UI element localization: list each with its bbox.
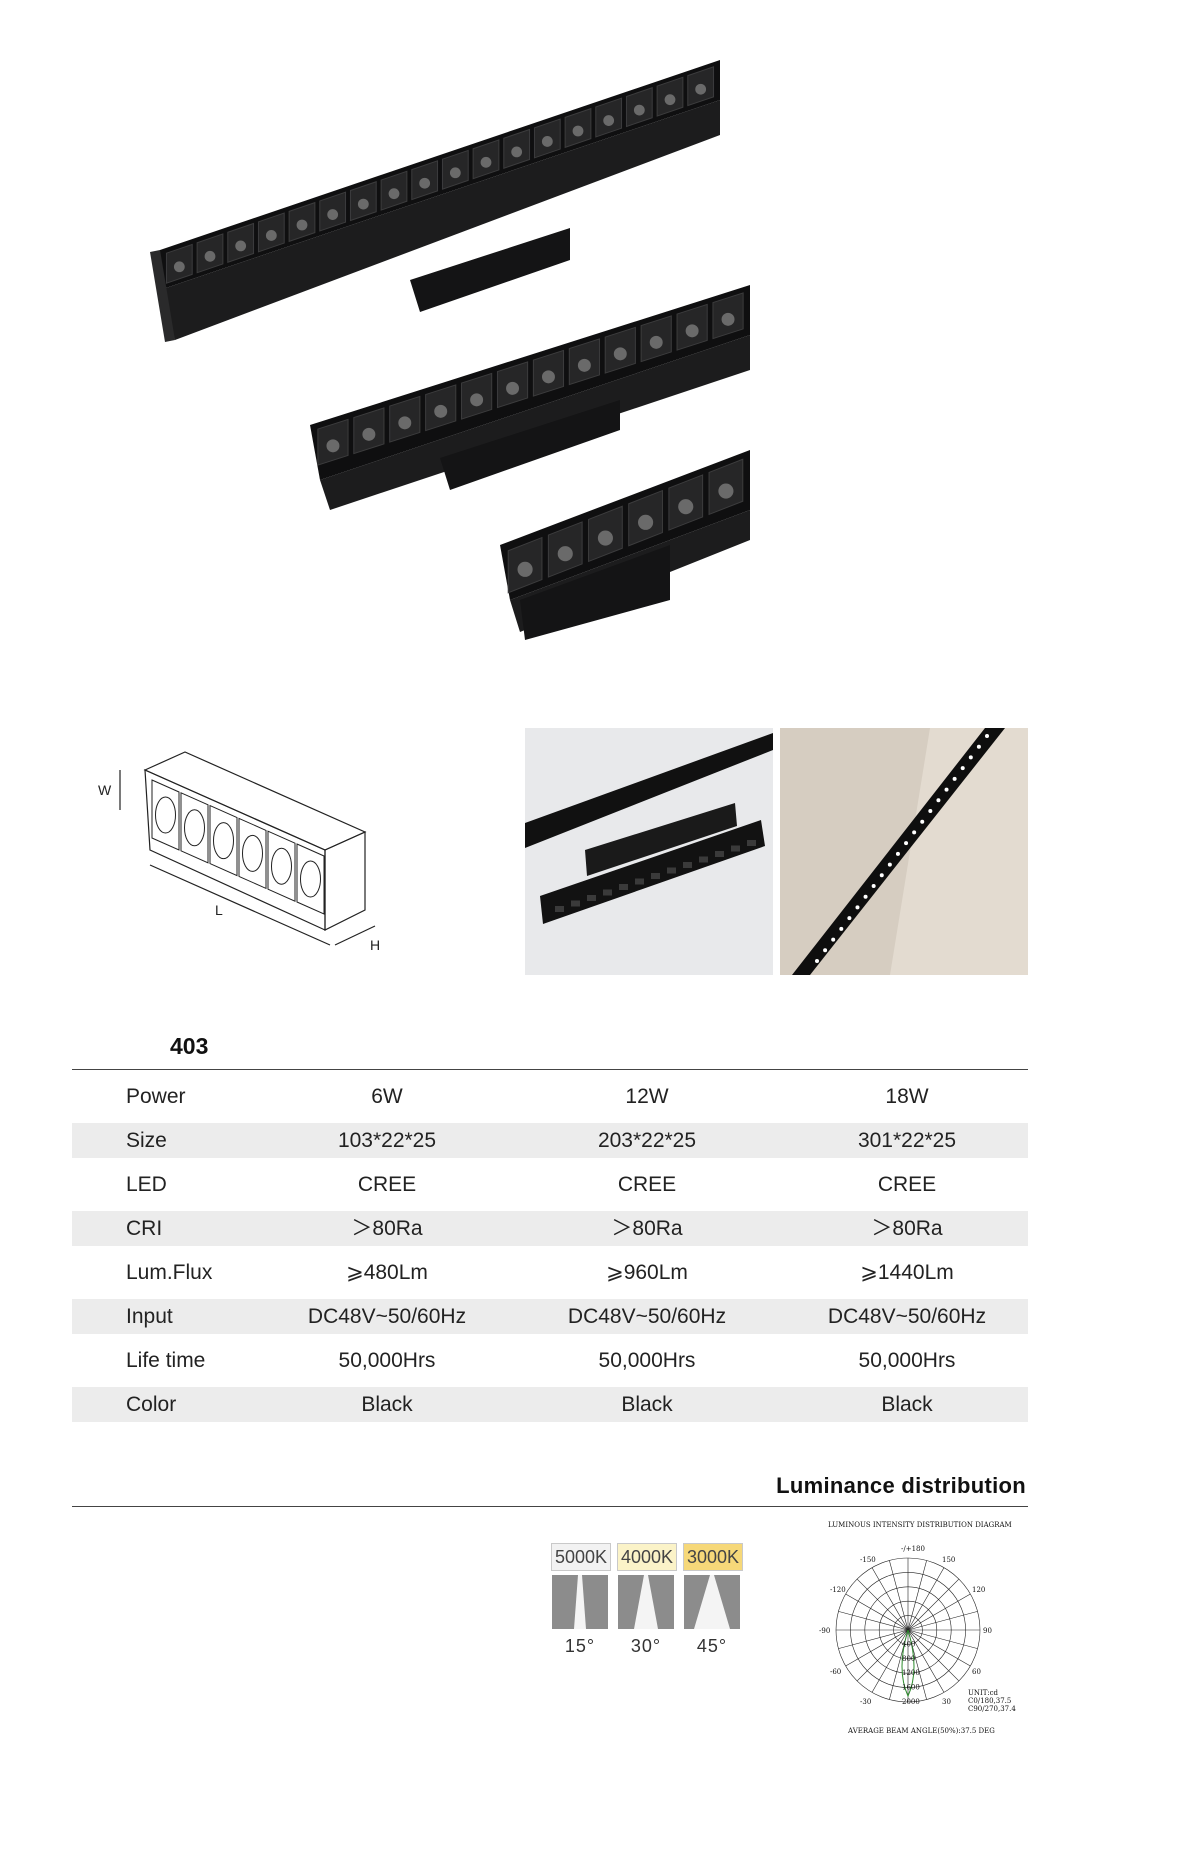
beam-angle-label: 45° <box>696 1636 728 1656</box>
spec-value: ⩾960Lm <box>606 1261 688 1284</box>
spec-value: 6W <box>371 1085 403 1108</box>
luminance-title: Luminance distribution <box>776 1473 1026 1498</box>
spec-row: Lum.Flux ⩾480Lm ⩾960Lm ⩾1440Lm <box>72 1255 1028 1290</box>
spec-label: Input <box>126 1305 173 1328</box>
installation-photo-room <box>780 728 1028 975</box>
spec-value: 203*22*25 <box>597 1129 697 1152</box>
spec-value: 12W <box>625 1085 669 1108</box>
cct-label: 3000K <box>683 1543 743 1571</box>
spec-value: DC48V~50/60Hz <box>827 1305 987 1328</box>
spec-label: Lum.Flux <box>126 1261 213 1284</box>
spec-value: 301*22*25 <box>857 1129 957 1152</box>
spec-row: Size 103*22*25 203*22*25 301*22*25 <box>72 1123 1028 1158</box>
polar-radial-label: 1600 <box>902 1684 920 1692</box>
polar-legend-c90: C90/270,37.4 <box>968 1705 1016 1713</box>
polar-unit: UNIT:cd <box>968 1689 998 1697</box>
spec-value: DC48V~50/60Hz <box>307 1305 467 1328</box>
spec-value: CREE <box>877 1173 937 1196</box>
spec-row: Life time 50,000Hrs 50,000Hrs 50,000Hrs <box>72 1343 1028 1378</box>
spec-label: LED <box>126 1173 167 1196</box>
dimension-h-label: H <box>370 937 380 953</box>
spec-row: CRI ＞80Ra ＞80Ra ＞80Ra <box>72 1211 1028 1246</box>
polar-angle-label: 60 <box>972 1668 981 1676</box>
beam-angle-icon <box>618 1575 674 1629</box>
spec-value: CREE <box>357 1173 417 1196</box>
polar-angle-label: -60 <box>830 1668 841 1676</box>
spec-value: 18W <box>885 1085 929 1108</box>
spec-label: Life time <box>126 1349 206 1372</box>
spec-value: Black <box>361 1393 413 1416</box>
beam-angle-label: 15° <box>564 1636 596 1656</box>
polar-legend-c0: C0/180,37.5 <box>968 1697 1011 1705</box>
spec-row: Power 6W 12W 18W <box>72 1079 1028 1114</box>
polar-angle-label: 150 <box>942 1556 955 1564</box>
cct-label: 5000K <box>551 1543 611 1571</box>
dimension-w-label: W <box>98 782 112 798</box>
spec-value: 50,000Hrs <box>338 1349 436 1372</box>
polar-title: LUMINOUS INTENSITY DISTRIBUTION DIAGRAM <box>828 1521 1012 1529</box>
luminance-rule <box>72 1506 1028 1507</box>
spec-value: ⩾1440Lm <box>860 1261 954 1284</box>
spec-value: 50,000Hrs <box>598 1349 696 1372</box>
polar-angle-label: -/+180 <box>901 1545 925 1553</box>
luminous-intensity-diagram: LUMINOUS INTENSITY DISTRIBUTION DIAGRAM … <box>819 1521 1016 1735</box>
dimension-l-label: L <box>215 902 223 918</box>
spec-value: Black <box>881 1393 933 1416</box>
model-number: 403 <box>170 1033 209 1059</box>
polar-radial-label: 400 <box>902 1640 915 1648</box>
spec-value: DC48V~50/60Hz <box>567 1305 727 1328</box>
beam-angle-icon <box>552 1575 608 1629</box>
polar-angle-label: -30 <box>860 1698 871 1706</box>
polar-radial-label: 800 <box>902 1655 915 1663</box>
polar-radial-label: 2000 <box>902 1698 920 1706</box>
spec-value: ＞80Ra <box>611 1217 683 1240</box>
product-hero-image <box>150 60 750 640</box>
beam-angle-label: 30° <box>630 1636 662 1656</box>
spec-value: CREE <box>617 1173 677 1196</box>
polar-angle-label: 120 <box>972 1586 985 1594</box>
spec-label: CRI <box>126 1217 163 1240</box>
spec-label: Color <box>126 1393 177 1416</box>
polar-angle-label: 90 <box>983 1627 992 1635</box>
polar-angle-label: -90 <box>819 1627 830 1635</box>
polar-angle-label: 30 <box>942 1698 951 1706</box>
spec-row: LED CREE CREE CREE <box>72 1167 1028 1202</box>
spec-value: 103*22*25 <box>337 1129 437 1152</box>
spec-table-rule <box>72 1069 1028 1070</box>
spec-value: Black <box>621 1393 673 1416</box>
polar-angle-label: -120 <box>830 1586 846 1594</box>
polar-footer: AVERAGE BEAM ANGLE(50%):37.5 DEG <box>847 1727 995 1735</box>
installation-photo-ceiling-track <box>525 728 773 975</box>
cct-label: 4000K <box>617 1543 677 1571</box>
dimension-diagram: W L H <box>98 751 380 953</box>
spec-value: 50,000Hrs <box>858 1349 956 1372</box>
spec-value: ⩾480Lm <box>346 1261 428 1284</box>
spec-row: Color Black Black Black <box>72 1387 1028 1422</box>
spec-label: Size <box>126 1129 167 1152</box>
beam-angle-icon <box>684 1575 740 1629</box>
polar-radial-label: 1200 <box>902 1669 920 1677</box>
spec-label: Power <box>126 1085 186 1108</box>
spec-value: ＞80Ra <box>351 1217 423 1240</box>
polar-angle-label: -150 <box>860 1556 876 1564</box>
spec-row: Input DC48V~50/60Hz DC48V~50/60Hz DC48V~50/… <box>72 1299 1028 1334</box>
spec-value: ＞80Ra <box>871 1217 943 1240</box>
